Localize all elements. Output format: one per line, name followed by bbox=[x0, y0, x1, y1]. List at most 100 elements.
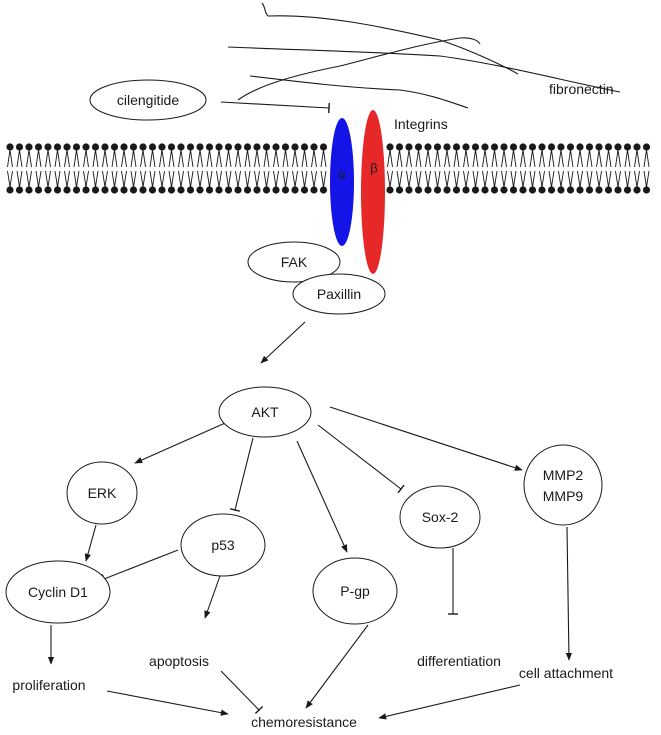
lipid-head bbox=[633, 186, 641, 194]
lipid-tail bbox=[634, 149, 638, 168]
lipid-tail bbox=[180, 170, 184, 188]
lipid-tail bbox=[225, 149, 229, 168]
lipid-tail bbox=[539, 170, 543, 188]
lipid-tail bbox=[263, 149, 267, 168]
lipid-tail bbox=[323, 170, 327, 188]
lipid-tail bbox=[130, 149, 134, 168]
lipid-head bbox=[101, 143, 109, 151]
lipid-tail bbox=[456, 170, 460, 188]
chemoresistance-label: chemoresistance bbox=[251, 714, 357, 730]
lipid-tail bbox=[83, 170, 87, 188]
lipid-head bbox=[224, 186, 233, 194]
edge-akt-erk bbox=[134, 419, 233, 464]
lipid-tail bbox=[503, 170, 507, 188]
node-sox2-label: Sox-2 bbox=[422, 509, 459, 525]
lipid-tail bbox=[187, 149, 191, 168]
lipid-head bbox=[291, 143, 299, 151]
node-sox2: Sox-2 bbox=[399, 485, 481, 549]
lipid-head bbox=[6, 143, 14, 151]
fibronectin-label: fibronectin bbox=[549, 81, 614, 97]
lipid-head bbox=[82, 143, 90, 151]
lipid-head bbox=[604, 143, 613, 151]
lipid-tail bbox=[178, 170, 182, 188]
lipid-head bbox=[177, 186, 185, 194]
lipid-tail bbox=[168, 149, 172, 168]
lipid-head bbox=[6, 186, 14, 194]
lipid-head bbox=[642, 143, 651, 151]
edge-p53-apoptosis bbox=[204, 575, 221, 619]
lipid-tail bbox=[501, 170, 505, 188]
lipid-tail bbox=[465, 170, 469, 188]
lipid-tail bbox=[83, 149, 87, 168]
lipid-tail bbox=[624, 170, 628, 188]
lipid-tail bbox=[285, 149, 289, 168]
lipid-head bbox=[148, 186, 157, 194]
lipid-tail bbox=[548, 149, 552, 168]
lipid-head bbox=[452, 143, 461, 151]
lipid-tail bbox=[570, 149, 574, 168]
lipid-tail bbox=[491, 149, 495, 168]
lipid-tail bbox=[510, 170, 514, 188]
lipid-tail bbox=[463, 149, 467, 168]
lipid-head bbox=[272, 143, 280, 151]
lipid-tail bbox=[323, 149, 327, 168]
lipid-tail bbox=[437, 149, 441, 168]
edge-akt-sox2 bbox=[317, 424, 405, 494]
lipid-head bbox=[215, 186, 223, 194]
lipid-tail bbox=[254, 149, 258, 168]
lipid-tail bbox=[111, 170, 115, 188]
lipid-tail bbox=[45, 149, 49, 168]
lipid-head bbox=[158, 143, 166, 151]
edge-p53-cyclin bbox=[101, 549, 179, 584]
lipid-head bbox=[566, 143, 575, 151]
lipid-tail bbox=[114, 149, 118, 168]
lipid-head bbox=[595, 186, 603, 194]
lipid-tail bbox=[484, 149, 488, 168]
node-erk-label: ERK bbox=[88, 485, 117, 501]
lipid-head bbox=[300, 186, 309, 194]
lipid-head bbox=[44, 143, 52, 151]
lipid-tail bbox=[26, 149, 30, 168]
lipid-tail bbox=[406, 170, 410, 188]
lipid-tail bbox=[406, 149, 410, 168]
lipid-head bbox=[642, 186, 651, 194]
lipid-tail bbox=[237, 149, 241, 168]
node-pgp-label: P-gp bbox=[340, 583, 370, 599]
lipid-head bbox=[557, 143, 565, 151]
node-akt-label: AKT bbox=[251, 404, 279, 420]
lipid-head bbox=[443, 186, 451, 194]
lipid-head bbox=[72, 186, 81, 194]
lipid-tail bbox=[624, 149, 628, 168]
lipid-tail bbox=[475, 149, 479, 168]
lipid-tail bbox=[320, 170, 324, 188]
lipid-tail bbox=[209, 149, 213, 168]
node-pgp: P-gp bbox=[312, 557, 398, 625]
lipid-tail bbox=[313, 170, 317, 188]
lipid-tail bbox=[57, 170, 61, 188]
lipid-tail bbox=[133, 170, 137, 188]
lipid-head bbox=[196, 186, 204, 194]
lipid-tail bbox=[273, 170, 277, 188]
lipid-tail bbox=[206, 149, 210, 168]
edge-akt-mmp bbox=[329, 406, 523, 471]
lipid-tail bbox=[396, 149, 400, 168]
lipid-head bbox=[395, 143, 404, 151]
lipid-tail bbox=[95, 170, 99, 188]
lipid-tail bbox=[254, 170, 258, 188]
lipid-tail bbox=[636, 149, 640, 168]
lipid-tail bbox=[482, 170, 486, 188]
lipid-head bbox=[462, 186, 470, 194]
node-mmp: MMP2 MMP9 bbox=[523, 444, 603, 526]
lipid-tail bbox=[596, 170, 600, 188]
lipid-tail bbox=[104, 149, 108, 168]
lipid-tail bbox=[522, 149, 526, 168]
lipid-tail bbox=[615, 170, 619, 188]
lipid-head bbox=[15, 143, 24, 151]
lipid-tail bbox=[579, 149, 583, 168]
lipid-tail bbox=[35, 170, 39, 188]
lipid-tail bbox=[472, 170, 476, 188]
lipid-head bbox=[623, 186, 632, 194]
node-akt: AKT bbox=[218, 386, 312, 438]
lipid-tail bbox=[161, 170, 165, 188]
